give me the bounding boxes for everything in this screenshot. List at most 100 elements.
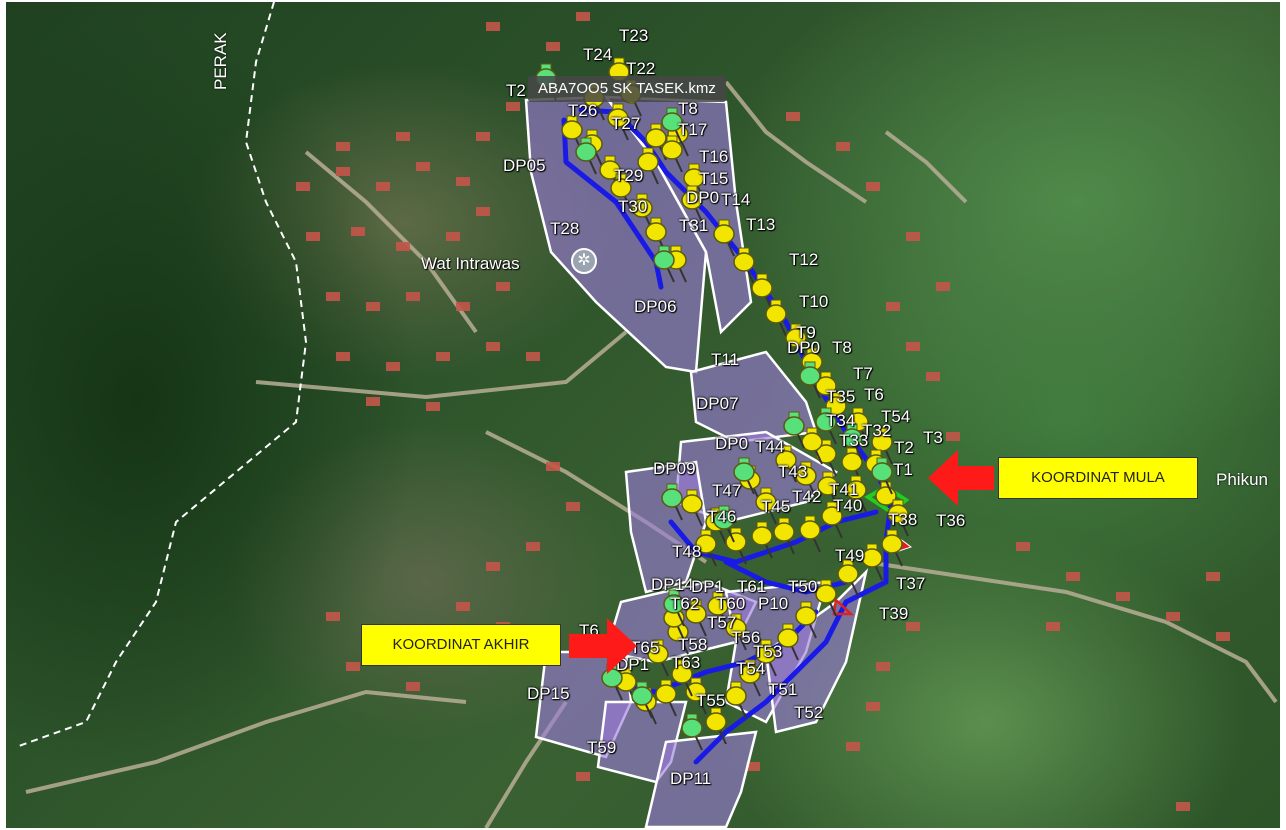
green-pushpin-icon[interactable] (799, 361, 821, 399)
yellow-pushpin-icon[interactable] (821, 501, 843, 539)
green-pushpin-icon[interactable] (681, 713, 703, 751)
placemark-label[interactable]: T32 (862, 421, 892, 440)
placemark-label[interactable]: DP0 (686, 188, 720, 207)
placemark-label[interactable]: T7 (853, 364, 873, 383)
yellow-pushpin-icon[interactable] (795, 461, 817, 499)
placemark-label[interactable]: T44 (755, 437, 785, 456)
placemark-label[interactable]: T36 (936, 511, 966, 530)
yellow-pushpin-icon[interactable] (751, 521, 773, 559)
placemark-label[interactable]: T38 (888, 510, 918, 529)
green-pushpin-icon[interactable] (631, 681, 653, 719)
placemark-label[interactable]: T17 (678, 120, 708, 139)
yellow-pushpin-icon[interactable] (845, 475, 867, 513)
placemark-label[interactable]: DP09 (653, 459, 696, 478)
yellow-pushpin-icon[interactable] (733, 247, 755, 285)
yellow-pushpin-icon[interactable] (713, 219, 735, 257)
yellow-pushpin-icon[interactable] (683, 163, 705, 201)
yellow-pushpin-icon[interactable] (815, 579, 837, 617)
yellow-pushpin-icon[interactable] (871, 427, 893, 465)
yellow-pushpin-icon[interactable] (681, 185, 703, 223)
placemark-label[interactable]: DP15 (527, 684, 570, 703)
placemark-label[interactable]: T24 (583, 45, 613, 64)
placemark-label[interactable]: T9 (796, 323, 816, 342)
yellow-pushpin-icon[interactable] (681, 489, 703, 527)
placemark-label[interactable]: T61 (737, 577, 767, 596)
placemark-label[interactable]: T6 (864, 385, 884, 404)
green-pushpin-icon[interactable] (733, 457, 755, 495)
placemark-label[interactable]: T26 (568, 101, 598, 120)
yellow-pushpin-icon[interactable] (631, 193, 653, 231)
placemark-label[interactable]: T8 (678, 99, 698, 118)
placemark-label[interactable]: T52 (794, 703, 824, 722)
placemark-label[interactable]: T58 (678, 635, 708, 654)
green-pushpin-icon[interactable] (661, 107, 683, 145)
placemark-label[interactable]: T15 (699, 169, 729, 188)
placemark-label[interactable]: T23 (619, 26, 649, 45)
yellow-pushpin-icon[interactable] (661, 135, 683, 173)
placemark-label[interactable]: T3 (923, 428, 943, 447)
green-pushpin-icon[interactable] (783, 411, 805, 449)
yellow-pushpin-icon[interactable] (671, 659, 693, 697)
green-pushpin-icon[interactable] (871, 457, 893, 495)
yellow-pushpin-icon[interactable] (725, 613, 747, 651)
placemark-label[interactable]: T2 (506, 81, 526, 100)
yellow-pushpin-icon[interactable] (725, 681, 747, 719)
placemark-label[interactable]: T59 (587, 738, 617, 757)
yellow-pushpin-icon[interactable] (695, 529, 717, 567)
placemark-label[interactable]: T47 (712, 481, 742, 500)
placemark-label[interactable]: T16 (699, 147, 729, 166)
placemark-label[interactable]: DP05 (503, 156, 546, 175)
placemark-label[interactable]: P10 (758, 594, 789, 613)
placemark-label[interactable]: T13 (746, 215, 776, 234)
placemark-label[interactable]: T31 (679, 216, 709, 235)
placemark-label[interactable]: T27 (611, 114, 641, 133)
placemark-label[interactable]: DP07 (696, 394, 739, 413)
placemark-label[interactable]: T33 (839, 431, 869, 450)
placemark-label[interactable]: T46 (707, 507, 737, 526)
green-pushpin-icon[interactable] (815, 407, 837, 445)
yellow-pushpin-icon[interactable] (647, 639, 669, 677)
yellow-pushpin-icon[interactable] (685, 677, 707, 715)
placemark-label[interactable]: T42 (792, 487, 822, 506)
placemark-label[interactable]: T54 (736, 659, 766, 678)
yellow-pushpin-icon[interactable] (755, 487, 777, 525)
placemark-label[interactable]: T34 (826, 411, 856, 430)
yellow-pushpin-icon[interactable] (705, 707, 727, 745)
placemark-label[interactable]: DP11 (670, 769, 712, 788)
yellow-pushpin-icon[interactable] (775, 445, 797, 483)
placemark-label[interactable]: T8 (832, 338, 852, 357)
placemark-label[interactable]: DP14 (651, 575, 694, 594)
placemark-label[interactable]: T12 (789, 250, 819, 269)
green-pushpin-icon[interactable] (663, 589, 685, 627)
yellow-pushpin-icon[interactable] (655, 679, 677, 717)
placemark-label[interactable]: T41 (829, 480, 859, 499)
placemark-label[interactable]: DP1 (616, 655, 650, 674)
placemark-label[interactable]: T53 (753, 642, 783, 661)
yellow-pushpin-icon[interactable] (610, 173, 632, 211)
placemark-label[interactable]: DP0 (787, 338, 821, 357)
placemark-label[interactable]: T37 (896, 574, 926, 593)
placemark-label[interactable]: T2 (894, 438, 914, 457)
placemark-label[interactable]: T55 (696, 691, 726, 710)
placemark-label[interactable]: T29 (614, 166, 644, 185)
yellow-pushpin-icon[interactable] (815, 439, 837, 477)
placemark-label[interactable]: T40 (833, 496, 863, 515)
placemark-label[interactable]: T45 (761, 497, 791, 516)
placemark-label[interactable]: T57 (707, 613, 737, 632)
placemark-label[interactable]: DP06 (634, 297, 677, 316)
yellow-pushpin-icon[interactable] (801, 427, 823, 465)
yellow-pushpin-icon[interactable] (881, 529, 903, 567)
green-pushpin-icon[interactable] (653, 245, 675, 283)
placemark-label[interactable]: T11 (711, 350, 740, 369)
placemark-label[interactable]: T35 (826, 387, 856, 406)
yellow-pushpin-icon[interactable] (887, 499, 909, 537)
placemark-label[interactable]: DP1 (691, 577, 725, 596)
placemark-label[interactable]: T51 (768, 680, 798, 699)
placemark-label[interactable]: T10 (799, 292, 829, 311)
placemark-label[interactable]: T54 (881, 407, 911, 426)
placemark-label[interactable]: T48 (672, 542, 702, 561)
placemark-label[interactable]: T14 (721, 190, 751, 209)
placemark-label[interactable]: T50 (788, 577, 818, 596)
placemark-label[interactable]: T56 (731, 628, 761, 647)
